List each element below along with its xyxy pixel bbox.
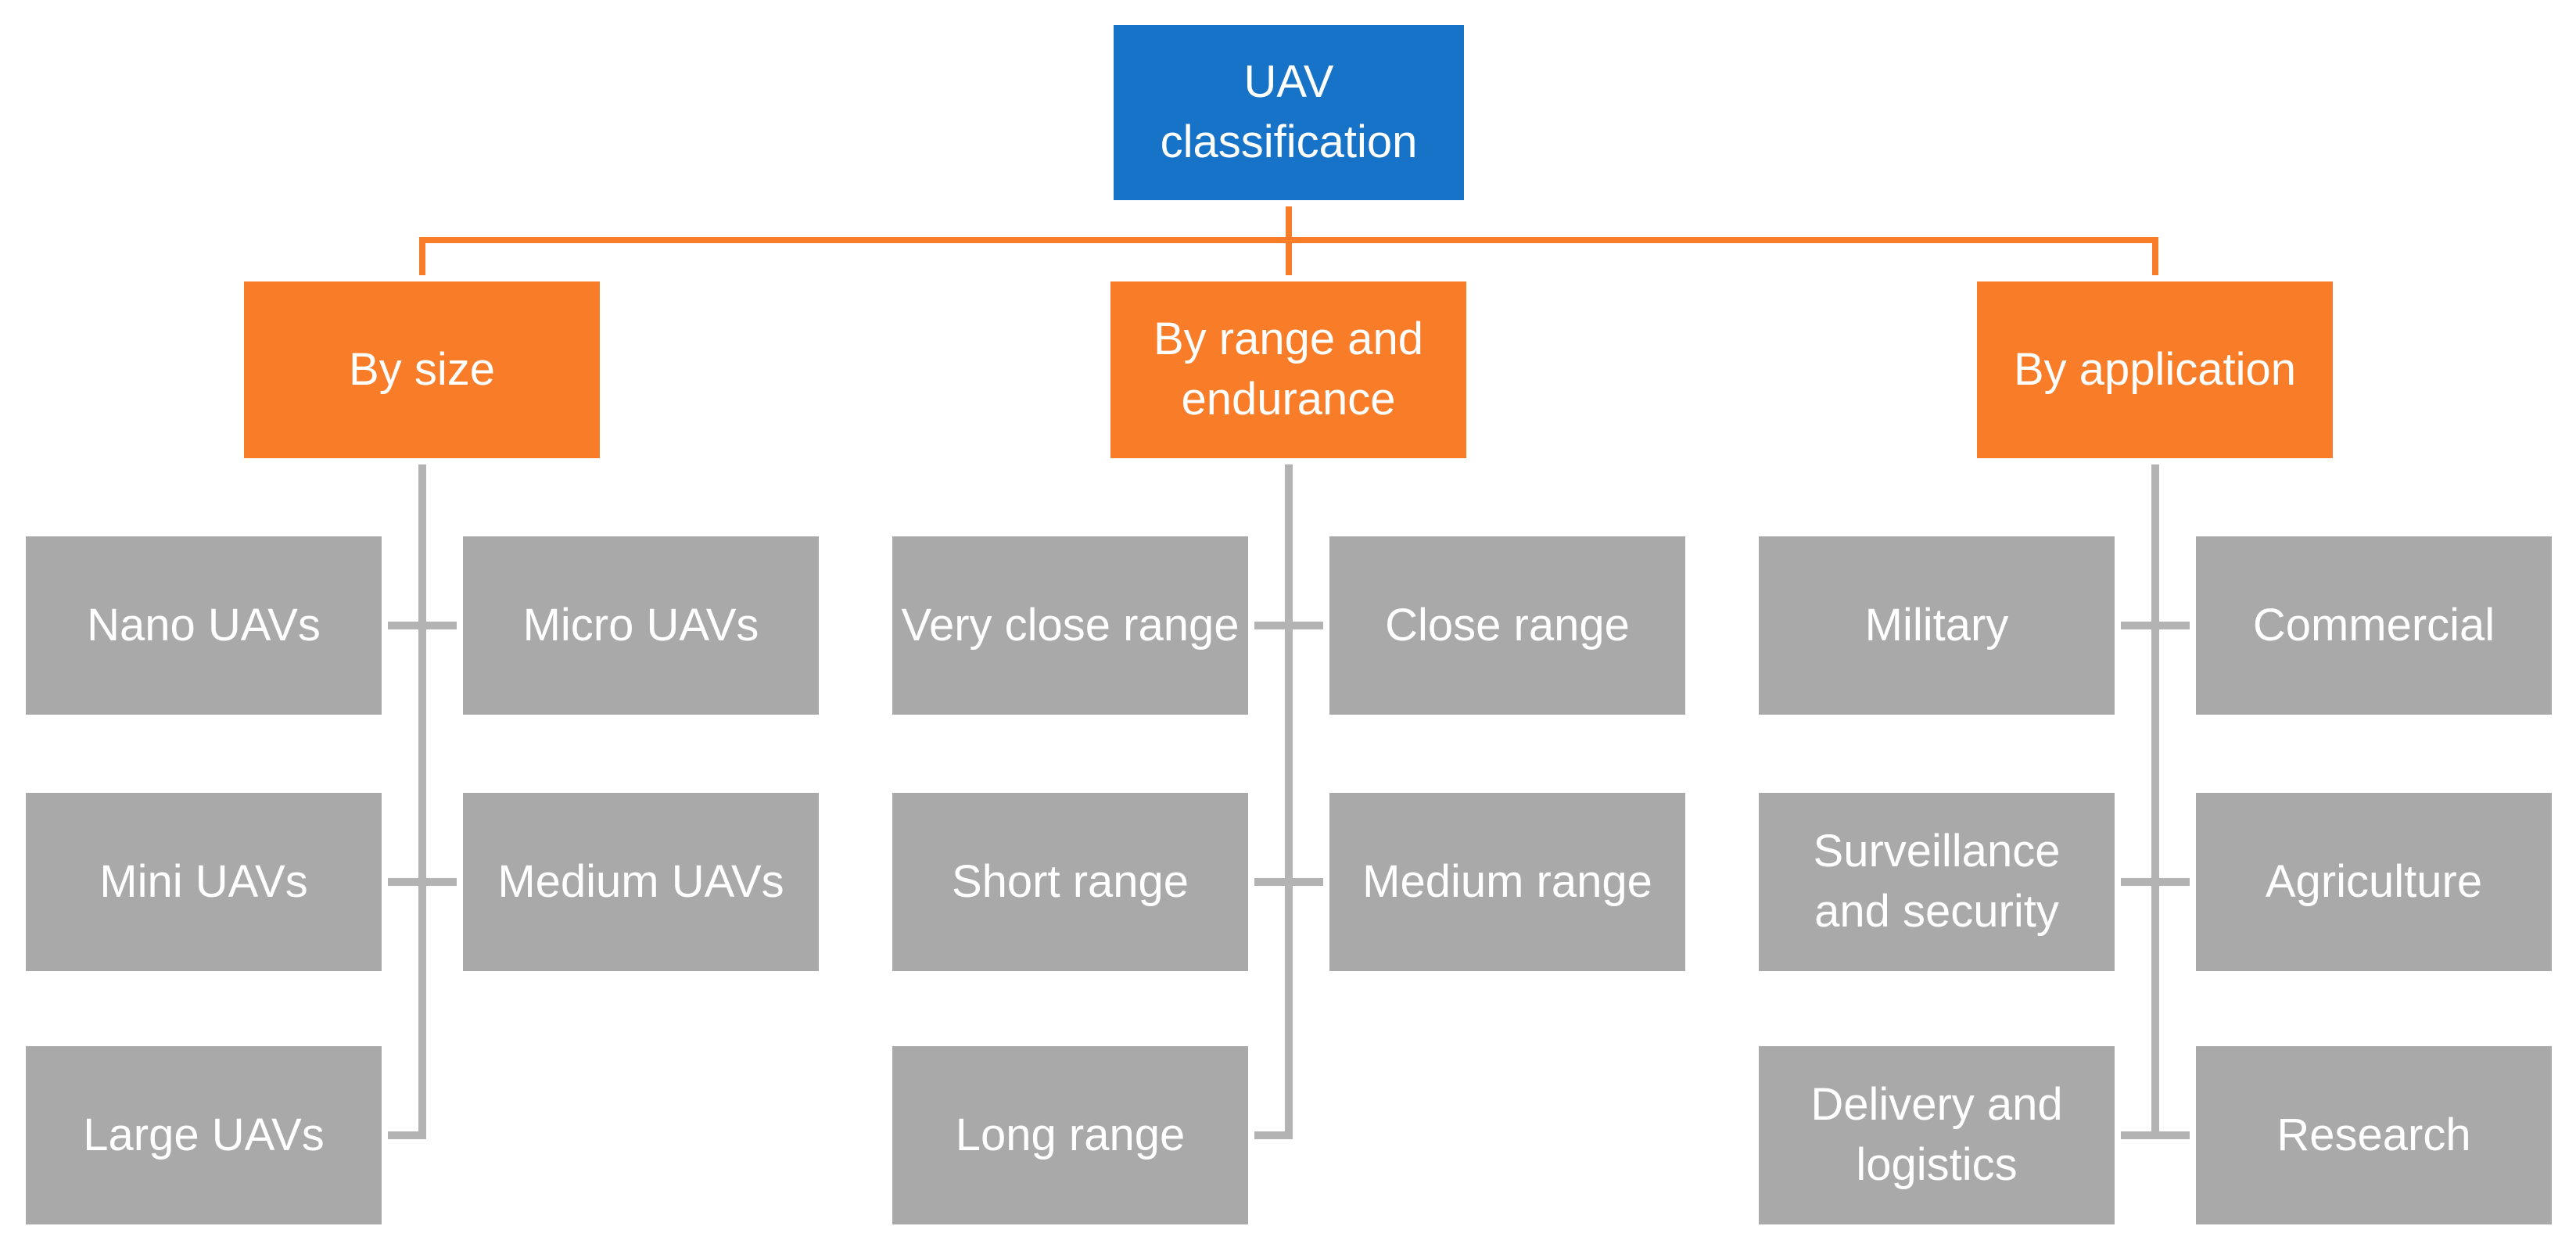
leaf-research: Research [2196, 1046, 2552, 1224]
leaf-short-range: Short range [892, 793, 1248, 971]
connector-by-range-spine [1285, 464, 1293, 1139]
branch-by-size: By size [244, 281, 600, 458]
connector-by-application-row3-stub [2121, 1131, 2190, 1139]
connector-by-range-row1-stub [1254, 622, 1323, 629]
connector-trunk-horizontal [419, 237, 2158, 243]
leaf-nano-uavs: Nano UAVs [26, 536, 382, 715]
leaf-long-range: Long range [892, 1046, 1248, 1224]
connector-by-application-row1-stub [2121, 622, 2190, 629]
leaf-mini-uavs: Mini UAVs [26, 793, 382, 971]
leaf-agriculture: Agriculture [2196, 793, 2552, 971]
leaf-micro-uavs: Micro UAVs [463, 536, 819, 715]
leaf-medium-range: Medium range [1329, 793, 1685, 971]
leaf-military: Military [1759, 536, 2115, 715]
connector-by-application-spine [2151, 464, 2159, 1139]
leaf-surveillance-and-security: Surveillance and security [1759, 793, 2115, 971]
leaf-medium-uavs: Medium UAVs [463, 793, 819, 971]
branch-by-range-and-endurance: By range and endurance [1110, 281, 1466, 458]
leaf-close-range: Close range [1329, 536, 1685, 715]
leaf-commercial: Commercial [2196, 536, 2552, 715]
root-node-uav-classification: UAV classification [1114, 25, 1464, 200]
connector-by-application-row2-stub [2121, 878, 2190, 886]
connector-by-size-row2-stub [388, 878, 457, 886]
connector-drop-by-size [419, 237, 425, 275]
connector-by-size-row3-stub [388, 1131, 426, 1139]
connector-by-size-spine [418, 464, 426, 1139]
connector-by-range-row2-stub [1254, 878, 1323, 886]
connector-by-size-row1-stub [388, 622, 457, 629]
leaf-delivery-and-logistics: Delivery and logistics [1759, 1046, 2115, 1224]
leaf-large-uavs: Large UAVs [26, 1046, 382, 1224]
branch-by-application: By application [1977, 281, 2333, 458]
connector-drop-by-application [2152, 237, 2158, 275]
connector-by-range-row3-stub [1254, 1131, 1293, 1139]
leaf-very-close-range: Very close range [892, 536, 1248, 715]
